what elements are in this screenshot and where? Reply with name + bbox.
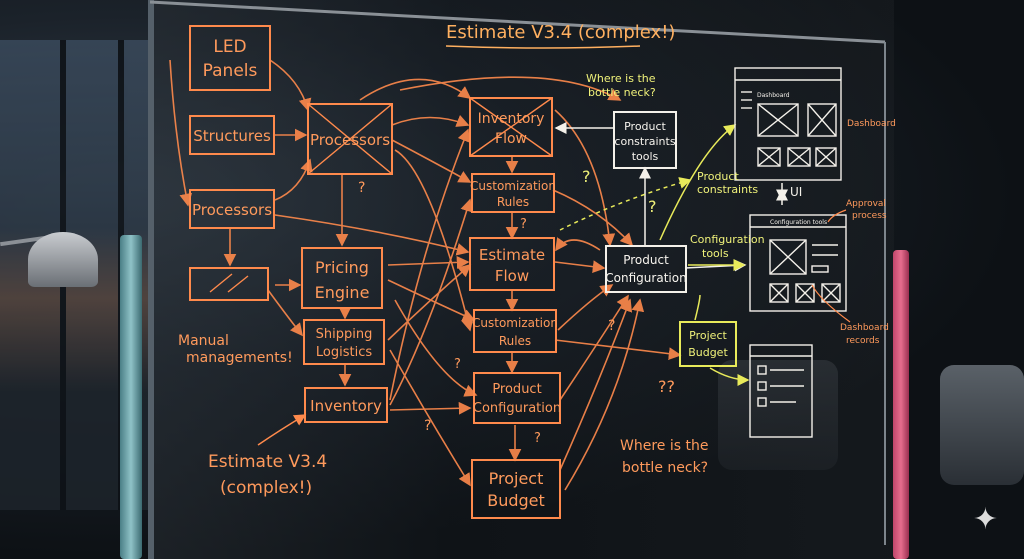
node-inventory-flow: Inventory Flow — [469, 97, 553, 157]
svg-text:Configuration: Configuration — [605, 271, 686, 285]
connector-lines — [169, 59, 682, 491]
svg-text:Panels: Panels — [203, 61, 258, 81]
node-manual-box — [189, 267, 269, 301]
svg-text:Processors: Processors — [310, 131, 390, 149]
svg-text:?: ? — [424, 418, 431, 434]
svg-text:Structures: Structures — [193, 127, 271, 145]
svg-text:Inventory: Inventory — [478, 111, 545, 127]
svg-text:?: ? — [582, 167, 591, 186]
svg-text:process: process — [852, 211, 887, 221]
svg-text:records: records — [846, 336, 880, 346]
node-shipping-logistics: Shipping Logistics — [303, 319, 385, 365]
svg-text:Engine: Engine — [315, 283, 370, 302]
svg-text:??: ?? — [658, 377, 675, 396]
svg-text:managements!: managements! — [186, 350, 293, 366]
node-processors-left: Processors — [189, 189, 275, 229]
svg-text:Flow: Flow — [495, 131, 527, 147]
svg-text:constraints: constraints — [697, 183, 758, 196]
node-processors-mid: Processors — [307, 103, 393, 175]
svg-text:Customization: Customization — [472, 316, 558, 330]
dashboard-mockup — [734, 67, 842, 181]
svg-text:Manual: Manual — [178, 333, 229, 349]
svg-text:Approval: Approval — [846, 199, 886, 209]
board-post-right — [893, 250, 909, 559]
handwritten-notes: Estimate V3.4 (complex!) Where is the bo… — [178, 22, 896, 498]
dashboard-mockup-title: Dashboard — [757, 92, 790, 99]
node-led-panels: LED Panels — [189, 25, 271, 91]
svg-text:Product: Product — [492, 382, 541, 397]
svg-text:Estimate: Estimate — [479, 246, 545, 264]
budget-mockup — [749, 344, 813, 438]
svg-text:Product: Product — [624, 120, 666, 133]
svg-text:constraints: constraints — [614, 135, 675, 148]
node-pricing-engine: Pricing Engine — [301, 247, 383, 309]
svg-text:Budget: Budget — [688, 346, 728, 359]
desk-lamp — [28, 232, 98, 287]
node-customization-rules-1: Customization Rules — [470, 173, 556, 213]
svg-text:Dashboard: Dashboard — [847, 119, 896, 129]
svg-text:Logistics: Logistics — [316, 345, 372, 360]
svg-text:Flow: Flow — [495, 267, 529, 285]
svg-text:Pricing: Pricing — [315, 258, 369, 277]
node-customization-rules-2: Customization Rules — [472, 309, 558, 353]
svg-text:Dashboard: Dashboard — [840, 323, 889, 333]
svg-text:tools: tools — [632, 150, 659, 163]
svg-text:(complex!): (complex!) — [220, 478, 312, 498]
chair-back — [940, 365, 1024, 485]
svg-text:bottle neck?: bottle neck? — [588, 86, 656, 99]
node-inventory-left: Inventory — [304, 387, 388, 423]
svg-text:Where is the: Where is the — [620, 438, 708, 454]
svg-text:?: ? — [648, 197, 657, 216]
svg-text:bottle neck?: bottle neck? — [622, 460, 708, 476]
configuration-mockup-title: Configuration tools — [770, 219, 827, 226]
node-estimate-flow: Estimate Flow — [469, 237, 555, 291]
svg-text:LED: LED — [213, 37, 246, 57]
svg-text:?: ? — [520, 217, 527, 232]
sparkle-icon: ✦ — [972, 502, 998, 537]
board-post-left — [120, 235, 142, 559]
svg-text:?: ? — [608, 318, 615, 334]
svg-text:Customization: Customization — [470, 179, 556, 193]
svg-text:Project: Project — [689, 329, 727, 342]
svg-text:Rules: Rules — [499, 334, 531, 348]
svg-text:?: ? — [454, 357, 461, 372]
svg-text:Estimate V3.4: Estimate V3.4 — [208, 452, 327, 472]
node-structures: Structures — [189, 115, 275, 155]
node-project-budget-center: Project Budget — [471, 459, 561, 519]
svg-text:?: ? — [358, 180, 365, 196]
svg-text:Configuration: Configuration — [473, 401, 561, 416]
svg-text:Where is the: Where is the — [586, 72, 656, 85]
glass-whiteboard — [148, 0, 894, 559]
svg-text:Product: Product — [697, 170, 739, 183]
svg-text:Rules: Rules — [497, 195, 529, 209]
node-product-constraints-tools: Product constraints tools — [613, 111, 677, 169]
svg-text:Project: Project — [489, 469, 544, 488]
yellow-connectors — [559, 124, 750, 386]
svg-text:?: ? — [534, 431, 541, 446]
node-project-budget-right: Project Budget — [679, 321, 737, 367]
board-title: Estimate V3.4 (complex!) — [446, 22, 675, 43]
svg-text:Product: Product — [623, 253, 669, 267]
svg-text:tools: tools — [702, 247, 729, 260]
white-connectors — [554, 122, 788, 272]
configuration-mockup — [749, 214, 847, 312]
svg-text:Configuration: Configuration — [690, 233, 765, 246]
svg-text:UI: UI — [790, 185, 802, 199]
svg-text:Shipping: Shipping — [316, 327, 373, 342]
node-product-configuration-center: Product Configuration — [473, 372, 561, 424]
node-product-configuration-right: Product Configuration — [605, 245, 687, 293]
svg-text:Inventory: Inventory — [310, 397, 382, 415]
svg-text:Processors: Processors — [192, 201, 272, 219]
svg-text:Budget: Budget — [487, 491, 545, 510]
